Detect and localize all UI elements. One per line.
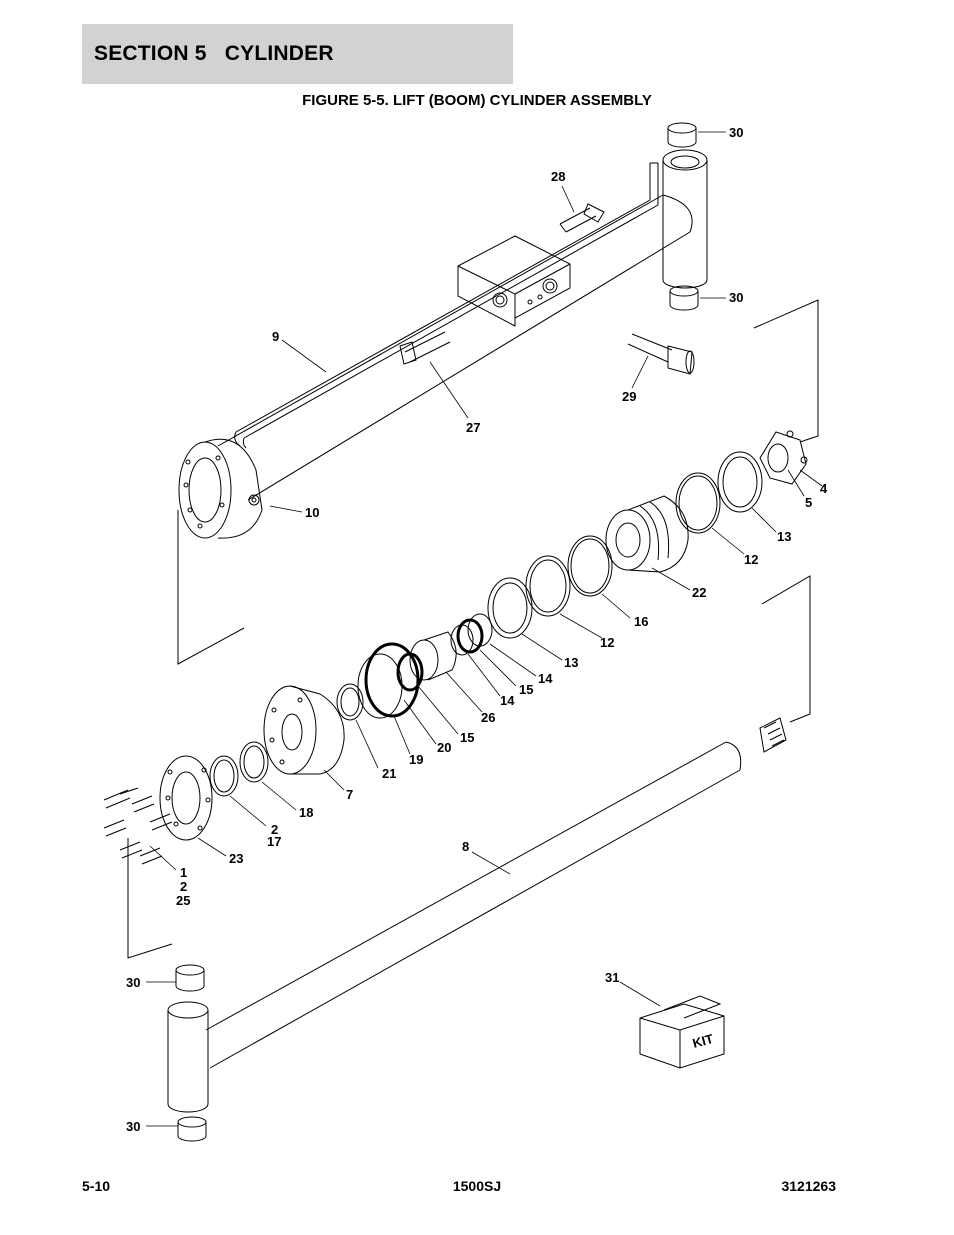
callout-22: 22 (692, 585, 706, 600)
callout-30: 30 (126, 1119, 140, 1134)
callout-15: 15 (460, 730, 474, 745)
footer-doc-number: 3121263 (781, 1178, 836, 1194)
valve-block (457, 235, 571, 327)
rod-eye-tube (167, 1001, 209, 1113)
rings-20-19 (357, 642, 424, 719)
bushing-30-top-upper (667, 122, 697, 148)
bushing-30-bottom-lower (177, 1116, 207, 1142)
callout-12: 12 (744, 552, 758, 567)
callout-7: 7 (346, 787, 353, 802)
bushing-30-top-lower (669, 285, 699, 311)
fitting-28 (559, 203, 605, 233)
section-title: SECTION 5 CYLINDER (94, 42, 334, 65)
callout-28: 28 (551, 169, 565, 184)
fitting-29 (627, 333, 695, 375)
callout-20: 20 (437, 740, 451, 755)
callout-12: 12 (600, 635, 614, 650)
rings-middle (487, 535, 613, 639)
callout-31: 31 (605, 970, 619, 985)
rod-8 (205, 717, 787, 1069)
footer-model: 1500SJ (452, 1178, 502, 1194)
callout-15: 15 (519, 682, 533, 697)
cylinder-barrel (178, 149, 708, 539)
callout-13: 13 (777, 529, 791, 544)
spacer-26 (409, 631, 457, 681)
seal-18 (239, 741, 269, 783)
callout-5: 5 (805, 495, 812, 510)
callout-29: 29 (622, 389, 636, 404)
callout-14: 14 (500, 693, 515, 708)
callout-1: 1 (180, 865, 187, 880)
bolts-1 (103, 787, 173, 865)
callout-30: 30 (729, 290, 743, 305)
callout-26: 26 (481, 710, 495, 725)
figure-title: FIGURE 5-5. LIFT (BOOM) CYLINDER ASSEMBL… (302, 92, 652, 109)
kit-label: KIT (691, 1031, 715, 1051)
kit-box-31: KIT (639, 995, 725, 1069)
rod-nut-4 (759, 430, 808, 485)
callout-13: 13 (564, 655, 578, 670)
callout-14: 14 (538, 671, 553, 686)
flange-23 (159, 755, 213, 841)
callout-30: 30 (729, 125, 743, 140)
callout-18: 18 (299, 805, 313, 820)
callout-2: 2 (180, 879, 187, 894)
piston-22 (605, 495, 689, 573)
fitting-27 (399, 331, 451, 365)
cylinder-head-7 (263, 685, 345, 775)
bushing-30-bottom-upper (175, 964, 205, 992)
callout-30: 30 (126, 975, 140, 990)
callout-4: 4 (820, 481, 828, 496)
callout-19: 19 (409, 752, 423, 767)
footer-page-number: 5-10 (82, 1178, 111, 1194)
callout-25: 25 (176, 893, 190, 908)
ring-21 (336, 683, 364, 721)
rings-upper (675, 451, 763, 534)
rings-small (450, 613, 493, 656)
callout-10: 10 (305, 505, 319, 520)
callout-9: 9 (272, 329, 279, 344)
callout-21: 21 (382, 766, 396, 781)
callout-17: 17 (267, 834, 281, 849)
callout-8: 8 (462, 839, 469, 854)
section-banner: SECTION 5 CYLINDER (82, 24, 513, 84)
seal-2 (209, 755, 239, 797)
leader-lines (146, 131, 823, 1127)
callout-2: 2 (271, 822, 278, 837)
callout-23: 23 (229, 851, 243, 866)
callout-16: 16 (634, 614, 648, 629)
callout-27: 27 (466, 420, 480, 435)
